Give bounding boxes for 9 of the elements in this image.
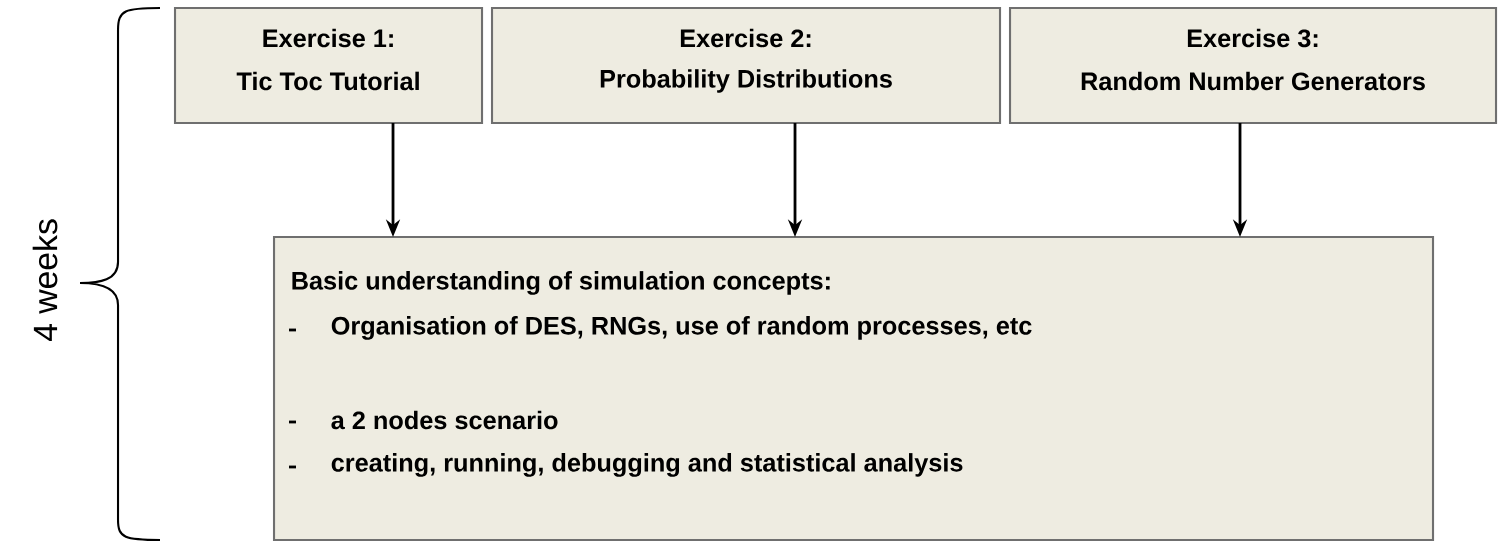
exercise-box: Exercise 1: Tic Toc Tutorial	[173, 6, 484, 125]
list-text: Organisation of DES, RNGs, use of random processes, etc	[331, 316, 1032, 340]
exercise-box: Exercise 2: Probability Distributions	[490, 6, 1002, 125]
list-text: creating, running, debugging and statistical analysis	[331, 453, 963, 477]
exercise-box: Exercise 3: Random Number Generators	[1008, 6, 1498, 125]
duration-label: 4 weeks	[32, 219, 58, 342]
list-text: Basic understanding of simulation concepts:	[292, 271, 830, 295]
summary-box	[272, 235, 1435, 542]
list-text: a 2 nodes scenario	[331, 410, 558, 430]
